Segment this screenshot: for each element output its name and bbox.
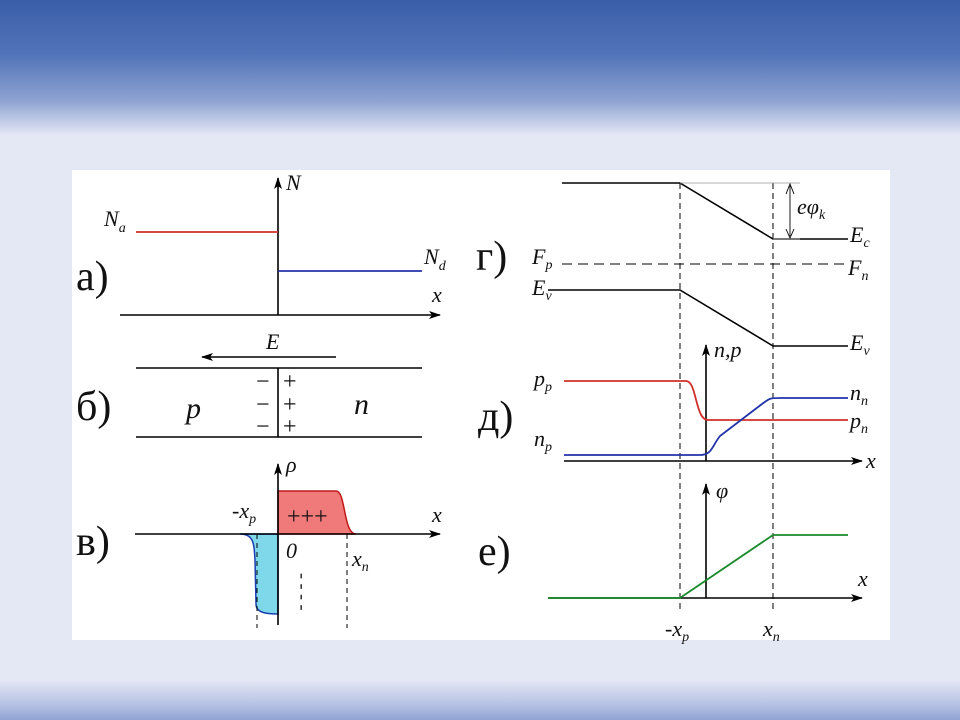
panel-a: а) N x Na Nd	[76, 170, 447, 319]
origin-label: 0	[286, 538, 297, 563]
panel-a-label: а)	[76, 254, 109, 300]
n-region-label: n	[354, 388, 369, 421]
fp-label: Fp	[531, 244, 552, 273]
ev-left-label: Ev	[531, 275, 552, 304]
panel-d: д) n,p x pp np nn pn	[478, 337, 876, 473]
pn-label: pn	[848, 408, 868, 437]
minus-sign: −	[256, 392, 270, 418]
panel-e-x-label: x	[857, 566, 868, 591]
minus-sign: −	[256, 414, 270, 440]
panel-a-x-label: x	[431, 282, 442, 307]
xp-label-e: -xp	[665, 616, 689, 645]
barrier-arrow-head-bottom	[785, 228, 795, 240]
panel-v-y-label: ρ	[285, 452, 297, 477]
nn-label: nn	[850, 380, 868, 409]
top-banner	[0, 0, 960, 135]
xn-label-e: xn	[762, 616, 780, 645]
hole-concentration-curve	[564, 380, 848, 421]
ec-label: Ec	[849, 222, 870, 251]
panel-d-x-label: x	[865, 448, 876, 473]
panel-b: б) E p n − − − + + +	[76, 329, 422, 440]
panel-d-y-label: n,p	[714, 337, 742, 362]
negative-charge-label: - - - -	[293, 573, 313, 610]
pp-label: pp	[532, 366, 552, 395]
panel-v-x-label: x	[431, 502, 442, 527]
potential-curve	[548, 534, 848, 599]
conduction-band-line	[562, 182, 848, 240]
xp-label-v: -xp	[232, 498, 256, 527]
panel-v: в) +++ - - - - ρ x 0 -xp xn	[76, 452, 442, 628]
positive-charge-label: +++	[287, 504, 328, 530]
barrier-arrow-head-top	[785, 182, 795, 195]
minus-sign: −	[256, 369, 270, 395]
p-region-label: p	[184, 392, 201, 425]
panel-d-label: д)	[478, 394, 513, 440]
np-label: np	[534, 426, 552, 455]
diagram-plate	[72, 170, 890, 640]
plus-sign: +	[283, 392, 297, 418]
field-label: E	[265, 329, 280, 354]
negative-charge-region	[239, 533, 279, 615]
panel-g-label: г)	[476, 234, 507, 280]
xn-label-v: xn	[351, 546, 369, 575]
nd-label: Nd	[423, 244, 447, 274]
plus-sign: +	[283, 414, 297, 440]
ev-label: Ev	[849, 330, 870, 359]
electron-concentration-curve	[564, 397, 848, 456]
panel-v-label: в)	[76, 519, 110, 565]
bottom-banner	[0, 680, 960, 720]
panel-b-label: б)	[76, 384, 111, 430]
plus-sign: +	[283, 369, 297, 395]
panel-a-y-label: N	[285, 170, 302, 195]
na-label: Na	[103, 206, 126, 236]
panel-e: е) φ x -xp xn	[478, 478, 868, 645]
panel-e-label: е)	[478, 529, 511, 575]
valence-band-line	[548, 289, 848, 347]
panel-g: г) eφk Ec Fn Fp Ev Ev	[476, 182, 870, 359]
fn-label: Fn	[847, 255, 868, 284]
panel-e-y-label: φ	[716, 478, 728, 503]
barrier-label: eφk	[797, 194, 826, 223]
